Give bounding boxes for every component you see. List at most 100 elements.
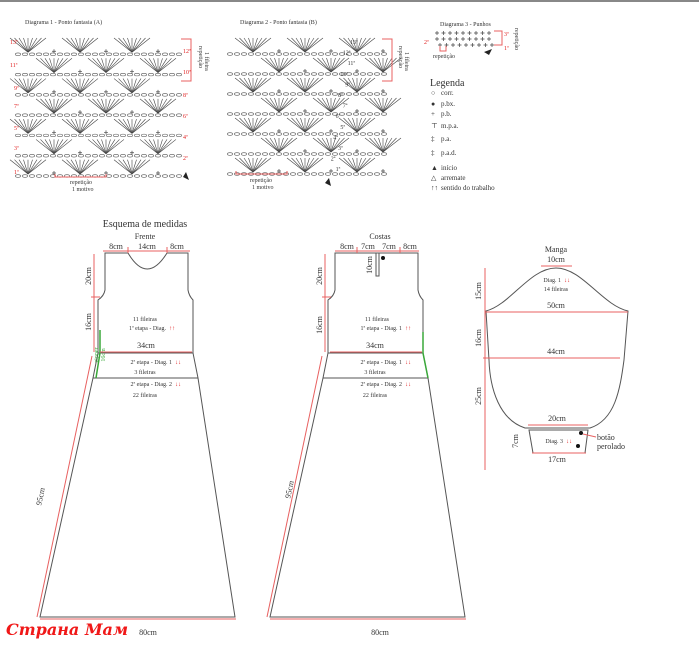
chain-stitch	[36, 154, 42, 158]
repeat-row-label: repetição 1 fileira	[197, 46, 210, 71]
single-crochet-mark	[487, 37, 491, 41]
chain-stitch	[22, 52, 28, 56]
chain-stitch	[22, 174, 28, 178]
diagram-1-title: Diagrama 1 - Ponto fantasia (A)	[25, 19, 102, 26]
chain-stitch	[50, 93, 56, 97]
single-crochet-mark	[130, 150, 134, 155]
fan-stitch	[9, 37, 47, 53]
row-label: 11ª	[10, 63, 18, 69]
treble-crochet-icon: ‡	[431, 149, 435, 157]
chain-stitch	[148, 72, 154, 77]
chain-stitch	[276, 132, 282, 136]
chain-stitch	[155, 93, 161, 97]
fan-stitch	[87, 98, 125, 114]
work-direction-icon: ↑↑	[431, 184, 438, 192]
chain-stitch	[120, 52, 126, 56]
chain-stitch	[297, 152, 303, 156]
back-rows-2a: 3 fileiras	[364, 369, 386, 376]
chain-stitch	[227, 92, 233, 96]
chain-stitch	[29, 52, 35, 56]
chain-stitch	[22, 154, 28, 158]
single-crochet-mark	[381, 49, 385, 53]
sleeve-cap-height: 15cm	[474, 281, 483, 300]
start-arrow-icon: ▲	[431, 164, 438, 172]
chain-stitch	[57, 93, 63, 97]
chain-stitch	[64, 154, 70, 158]
chain-stitch	[290, 72, 296, 76]
repeat-row-label: repetição	[513, 28, 519, 50]
repeat-motif-bracket	[235, 171, 288, 175]
legend-item: ● p.bx.	[431, 100, 455, 108]
chain-stitch	[353, 52, 359, 56]
row-label: 6ª	[183, 114, 188, 120]
row-label: 2ª	[331, 157, 336, 163]
chain-stitch	[353, 152, 359, 156]
row-label: 3ª	[14, 146, 19, 152]
chain-stitch	[127, 72, 133, 77]
chain-stitch	[353, 72, 359, 76]
chain-stitch	[71, 133, 77, 138]
chain-stitch	[227, 72, 233, 76]
slip-stitch-dot-icon: ●	[431, 100, 435, 108]
chain-stitch	[78, 133, 84, 138]
double-crochet-icon: ‡	[431, 135, 435, 143]
chain-stitch	[127, 154, 133, 158]
chain-stitch	[57, 72, 63, 77]
fan-stitch	[35, 139, 73, 154]
chain-stitch	[141, 133, 147, 138]
chain-stitch	[85, 72, 91, 77]
chain-stitch	[92, 113, 98, 117]
row-label: 1ª	[336, 167, 341, 173]
chain-stitch	[57, 154, 63, 158]
chain-stitch	[169, 93, 175, 97]
diagram-2: Diagrama 2 - Ponto fantasia (B) 13ª12ª11…	[227, 19, 410, 191]
chain-stitch	[367, 152, 373, 156]
legend-label: p.bx.	[441, 100, 455, 108]
chain-stitch	[50, 133, 56, 138]
chain-stitch	[276, 92, 282, 96]
row-label: 12ª	[183, 49, 191, 55]
chain-stitch	[283, 72, 289, 76]
chain-stitch	[269, 92, 275, 96]
chain-stitch	[169, 113, 175, 117]
single-crochet-mark	[303, 109, 307, 113]
front-title: Frente	[135, 232, 156, 241]
chain-stitch	[374, 92, 380, 96]
single-crochet-mark	[454, 31, 459, 35]
fan-stitch	[312, 97, 350, 113]
single-crochet-mark	[130, 69, 134, 74]
chain-stitch	[255, 132, 261, 136]
chain-stitch	[381, 72, 387, 76]
chain-stitch	[290, 132, 296, 136]
single-crochet-mark	[451, 43, 455, 47]
chain-stitch	[106, 154, 112, 158]
chain-stitch	[57, 113, 63, 117]
repeat-motif-label: 1 motivo	[252, 185, 274, 191]
chain-stitch	[50, 174, 56, 178]
chain-stitch	[262, 152, 268, 156]
row-label: 5ª	[14, 126, 19, 132]
row-label: 3ª	[338, 146, 343, 152]
chain-stitch	[127, 113, 133, 117]
chain-stitch	[304, 152, 310, 156]
chain-stitch	[276, 72, 282, 76]
chain-stitch	[64, 113, 70, 117]
single-crochet-mark	[78, 69, 82, 74]
chain-stitch	[148, 133, 154, 138]
front-outline	[39, 252, 236, 618]
chain-stitch	[227, 52, 233, 56]
sleeve-title: Manga	[545, 245, 568, 254]
back-stage-2a: 2ª etapa - Diag. 1	[361, 360, 402, 366]
repeat-motif-label: 1 motivo	[72, 187, 94, 193]
chain-stitch	[353, 172, 359, 176]
fan-stitch	[139, 98, 177, 114]
legend-label: sentido do trabalho	[441, 184, 495, 192]
row-label: 8ª	[338, 93, 343, 99]
diagram-3: Diagrama 3 - Punhos 3ª 2ª 1ª repetição r…	[424, 22, 519, 60]
fan-stitch	[260, 57, 298, 73]
single-crochet-mark	[457, 43, 462, 47]
chain-stitch	[134, 174, 140, 178]
half-double-crochet-icon: ⊤	[431, 122, 438, 130]
down-arrows-icon: ↓↓	[566, 439, 572, 445]
chain-stitch	[269, 52, 275, 56]
